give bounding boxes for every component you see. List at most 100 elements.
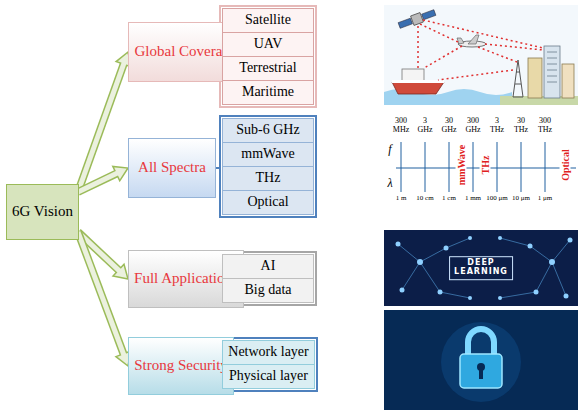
vision-arrow <box>78 52 131 192</box>
deep-learning-picture <box>498 296 502 300</box>
node-text: All Spectra <box>138 159 206 176</box>
arrow-fill <box>78 61 125 192</box>
security-lock-picture <box>468 329 494 356</box>
deep-learning-picture <box>468 236 472 240</box>
arrow-fill <box>78 172 119 192</box>
deep-learning-picture <box>444 246 449 251</box>
picture-caption: DEEP LEARNING <box>449 256 513 280</box>
wavelength-tick-label: 10 cm <box>416 195 433 203</box>
item-box: Maritime <box>222 80 314 105</box>
coverage-illustration <box>457 35 479 44</box>
deep-learning-picture <box>417 259 423 265</box>
wavelength-tick-label: 10 μm <box>512 195 530 203</box>
deep-learning-picture <box>438 290 443 295</box>
root-box: 6G Vision <box>6 184 79 240</box>
node-text: THz <box>256 170 281 186</box>
frequency-tick-label: 3 THz <box>490 117 504 135</box>
frequency-tick-label: 300 MHz <box>393 117 409 135</box>
spectrum-chart <box>401 142 545 192</box>
wavelength-tick-label: 1 cm <box>442 195 456 203</box>
security-lock-picture <box>479 369 483 379</box>
band-label: THz <box>480 155 491 176</box>
item-box: Optical <box>222 190 314 215</box>
coverage-illustration <box>397 8 436 30</box>
frequency-tick-label: 300 THz <box>538 117 552 135</box>
item-box: Physical layer <box>222 364 315 389</box>
deep-learning-picture <box>534 290 539 295</box>
node-text: Optical <box>247 194 288 210</box>
coverage-illustration <box>547 52 557 82</box>
node-text: Maritime <box>242 84 294 100</box>
vision-arrow <box>78 166 128 192</box>
deep-learning-picture <box>400 288 405 293</box>
security-lock-picture <box>384 310 578 410</box>
deep-learning-picture <box>396 236 573 300</box>
frequency-tick-label: 30 GHz <box>441 117 456 135</box>
coverage-illustration <box>384 5 578 105</box>
item-box: Network layer <box>222 340 315 365</box>
coverage-illustration <box>562 64 574 98</box>
node-text: UAV <box>254 36 283 52</box>
coverage-illustration <box>392 80 444 83</box>
node-text: Satellite <box>245 12 291 28</box>
item-box: AI <box>222 254 314 279</box>
coverage-illustration <box>418 20 543 80</box>
frequency-tick-label: 300 GHz <box>465 117 480 135</box>
coverage-illustration <box>411 13 424 26</box>
band-label: mmWave <box>456 144 467 187</box>
band-label: Optical <box>560 148 571 182</box>
wavelength-tick-label: 100 μm <box>486 195 507 203</box>
item-box: Terrestrial <box>222 56 314 81</box>
security-lock-picture <box>384 310 578 410</box>
coverage-illustration <box>544 46 560 98</box>
coverage-illustration <box>398 18 412 28</box>
category-box: All Spectra <box>128 138 216 198</box>
node-text: Terrestrial <box>239 60 296 76</box>
security-lock-picture <box>460 354 502 388</box>
node-text: 6G Vision <box>12 203 73 220</box>
deep-learning-picture <box>498 236 502 240</box>
wavelength-symbol: λ <box>387 177 392 190</box>
spectrum-chart <box>384 110 578 226</box>
item-box: Satellite <box>222 8 314 33</box>
node-text: AI <box>261 258 276 274</box>
vision-arrow <box>78 232 131 366</box>
item-box: mmWave <box>222 142 314 167</box>
node-text: Sub-6 GHz <box>236 122 299 138</box>
frequency-symbol: f <box>388 143 391 156</box>
wavelength-tick-label: 1 mm <box>465 195 481 203</box>
coverage-illustration <box>528 58 542 98</box>
arrow-outline <box>78 232 125 357</box>
arrow-fill <box>78 232 125 357</box>
deep-learning-picture <box>398 238 570 298</box>
wavelength-tick-label: 1 μm <box>538 195 552 203</box>
deep-learning-picture <box>396 242 401 247</box>
spectrum-chart <box>384 110 578 226</box>
item-box: Sub-6 GHz <box>222 118 314 143</box>
item-box: Big data <box>222 278 314 303</box>
arrow-outline <box>78 172 119 192</box>
node-text: Strong Security <box>134 357 228 374</box>
deep-learning-picture <box>384 230 578 306</box>
deep-learning-picture <box>468 296 472 300</box>
node-text: Network layer <box>228 344 308 360</box>
deep-learning-picture <box>528 244 533 249</box>
node-text: Physical layer <box>229 368 308 384</box>
node-text: Big data <box>244 282 291 298</box>
deep-learning-picture <box>384 230 578 306</box>
coverage-illustration <box>513 60 523 97</box>
item-box: THz <box>222 166 314 191</box>
coverage-illustration <box>422 10 436 20</box>
frequency-tick-label: 3 GHz <box>417 117 432 135</box>
arrow-outline <box>78 61 125 192</box>
coverage-illustration <box>384 5 578 105</box>
deep-learning-picture <box>564 294 569 299</box>
item-box: UAV <box>222 32 314 57</box>
frequency-tick-label: 30 THz <box>514 117 528 135</box>
deep-learning-picture <box>549 259 555 265</box>
category-box: Strong Security <box>128 337 234 395</box>
wavelength-tick-label: 1 m <box>396 195 407 203</box>
coverage-illustration <box>392 82 444 94</box>
security-lock-picture <box>441 322 521 402</box>
